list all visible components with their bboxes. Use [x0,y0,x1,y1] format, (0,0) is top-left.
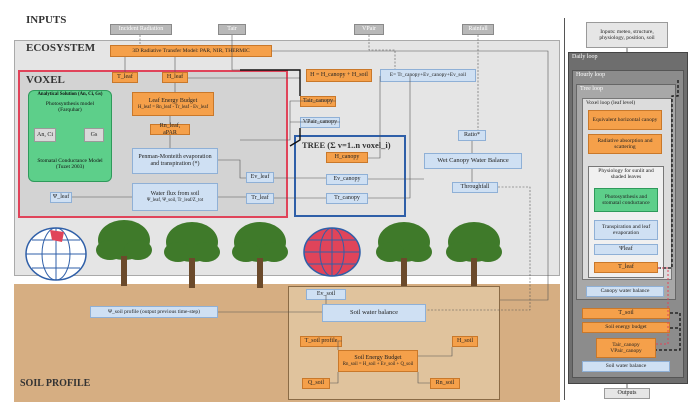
rp-tleaf-box: T_leaf [594,262,658,273]
h-equation-box: H = H_canopy + H_soil [306,69,372,82]
water-flux-box: Water flux from soil Ψ_leaf, Ψ_soil, Tr_… [132,183,218,211]
rp-outputs-box: Outputs [604,388,650,399]
radiative-model-box: 3D Radiative Transfer Model: PAR, NIR, T… [110,45,272,57]
rn-soil-box: Rn_soil [430,378,460,389]
rp-transpiration-box: Transpiration and leaf evaporation [594,220,658,240]
psi-leaf-box: Ψ_leaf [50,192,72,203]
rp-daily-label: Daily loop [572,54,598,60]
rp-inputs-box: Inputs: meteo, structure, physiology, po… [586,22,668,48]
rp-physiology-label: Physiology for sunlit and shaded leaves [598,168,654,180]
input-radiation: Incident Radiation [110,24,172,35]
soil-energy-eq: Rn_soil = H_soil + Ev_soil + Q_soil [342,361,414,367]
e-equation-box: E= Tr_canopy+Ev_canopy+Ev_soil [380,69,476,82]
tree-sphere-icon [303,227,361,277]
rp-tree-label: Tree loop [580,86,603,92]
leaf-energy-eq: H_leaf = Rn_leaf - Tr_leaf - Ev_leaf [137,104,209,110]
voxel-header: VOXEL [26,74,65,86]
tr-canopy-box: Tr_canopy [326,193,368,204]
inputs-header: INPUTS [26,14,67,26]
gs-box: Gs [84,128,104,142]
leaf-energy-box: Leaf Energy Budget H_leaf = Rn_leaf - Tr… [132,92,214,116]
input-rainfall: Rainfall [462,24,494,35]
rp-radiative-box: Radiative absorption and scattering [588,134,662,154]
rp-soil-eb-box: Soil energy budget [582,322,670,333]
right-divider [564,18,565,400]
tree-header: TREE (Σ v=1..n voxel_i) [302,140,391,150]
an-ci-box: An, Ci [34,128,56,142]
leaf-energy-title: Leaf Energy Budget [148,97,198,104]
photosynthesis-label: Photosynthesis model (Farquhar) [45,101,95,113]
psi-profile-box: Ψ_soil profile (output previous time-ste… [90,306,218,318]
q-soil-box: Q_soil [302,378,330,389]
h-soil-box: H_soil [452,336,478,347]
voxel-sphere-icon [25,227,87,281]
rp-soil-wb-box: Soil water balance [582,361,670,372]
t-profile-box: T_soil profile [300,336,342,347]
rp-tair-vp-box: Tair_canopy VPair_canopy [596,338,656,358]
tair-canopy-box: Tair_canopy [300,96,336,107]
analytical-title: Analytical Solution (An, Ci, Gs) [37,92,103,97]
rp-photo-box: Photosynthesis and stomatal conductance [594,188,658,212]
throughfall-box: Throughfall [452,182,498,193]
soil-header: SOIL PROFILE [20,378,91,389]
rp-voxel-label: Voxel loop (leaf level) [586,100,636,106]
soil-energy-title: Soil Energy Budget [354,354,402,361]
vpair-canopy-box: VPair_canopy [300,117,340,128]
ratio-box: Ratio* [458,130,486,141]
tr-leaf-box: Tr_leaf [246,193,274,204]
input-tair: Tair [218,24,246,35]
hleaf-box: H_leaf [162,72,188,83]
rp-hourly-label: Hourly loop [576,72,606,78]
tleaf-box: T_leaf [112,72,138,83]
soil-energy-box: Soil Energy Budget Rn_soil = H_soil + Ev… [338,350,418,372]
penman-box: Penman-Monteith evaporation and transpir… [132,148,218,174]
ecosystem-header: ECOSYSTEM [26,42,96,54]
ev-canopy-box: Ev_canopy [326,174,368,185]
water-flux-eq: Ψ_leaf, Ψ_soil, Tr_leaf/Z_tot [146,197,204,203]
ev-leaf-box: Ev_leaf [246,172,274,183]
input-vpair: VPair [354,24,384,35]
rn-apar-box: Rn_leaf, aPAR [150,123,190,136]
rp-canopy-wb-box: Canopy water balance [586,286,664,297]
wet-canopy-box: Wet Canopy Water Balance [424,153,522,169]
soil-water-balance-box: Soil water balance [322,304,426,322]
water-flux-title: Water flux from soil [150,190,200,197]
rp-equiv-box: Equivalent horizontal canopy [588,110,662,130]
stomatal-label: Stomatal Conductance Model (Tuzet 2003) [37,158,103,170]
rp-tsoil-box: T_soil [582,308,670,319]
rp-psileaf-box: Ψleaf [594,244,658,255]
tree-icon [96,220,502,288]
h-canopy-box: H_canopy [326,152,368,163]
ev-soil-box: Ev_soil [306,289,346,300]
